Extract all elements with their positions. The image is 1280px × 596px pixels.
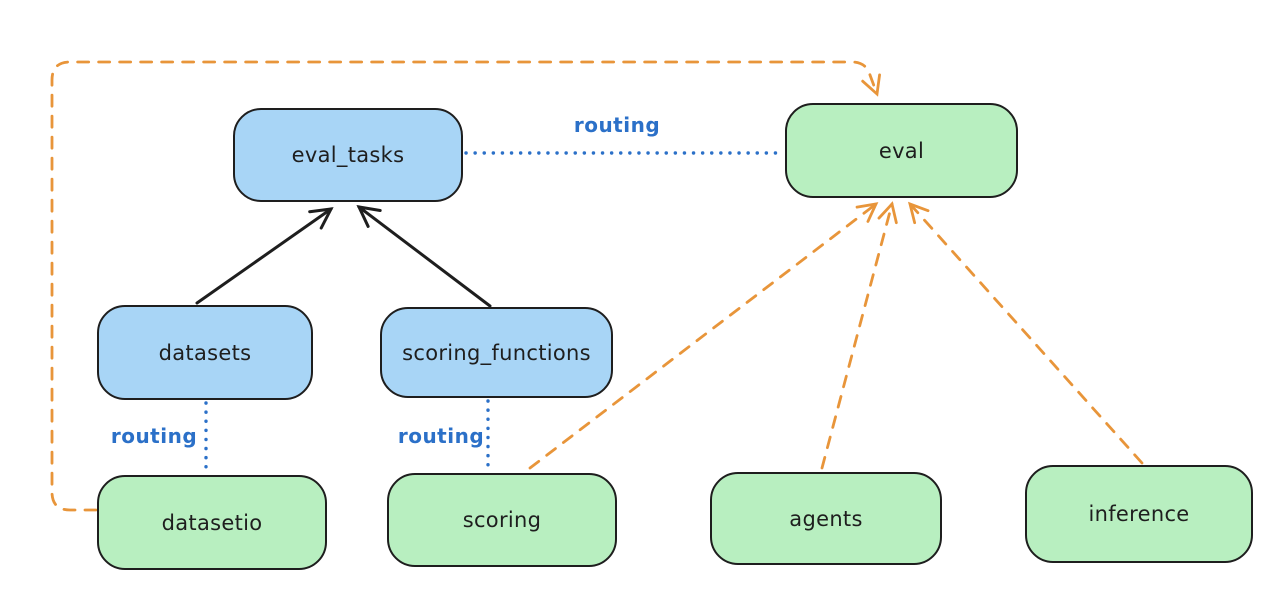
node-eval-tasks-label: eval_tasks (291, 143, 405, 167)
node-datasets-label: datasets (158, 340, 252, 365)
edge-label-routing-datasetio: routing (110, 424, 198, 448)
node-scoring-label: scoring (462, 508, 542, 532)
node-inference: inference (1025, 465, 1253, 563)
edge-label-routing-eval: routing (573, 113, 661, 137)
node-eval-tasks: eval_tasks (233, 108, 463, 202)
node-scoring: scoring (387, 473, 617, 567)
edge-scoring-to-eval (528, 202, 879, 470)
node-datasetio: datasetio (97, 475, 327, 570)
node-agents-label: agents (789, 506, 863, 531)
edge-datasets-to-eval_tasks (195, 207, 334, 305)
edge-label-routing-scoring: routing (397, 424, 485, 448)
edge-inference-to-eval (908, 201, 1144, 465)
node-eval-label: eval (878, 138, 925, 163)
node-scoring-functions: scoring_functions (380, 307, 613, 398)
node-datasets: datasets (97, 305, 313, 400)
node-datasetio-label: datasetio (161, 510, 263, 535)
edge-scoring_functions-to-eval_tasks (356, 205, 492, 308)
node-eval: eval (785, 103, 1018, 198)
edge-datasetio-to-eval-loop (50, 60, 881, 512)
node-agents: agents (710, 472, 942, 565)
node-inference-label: inference (1088, 502, 1190, 526)
edge-agents-to-eval (820, 201, 898, 470)
node-scoring-functions-label: scoring_functions (402, 340, 591, 365)
